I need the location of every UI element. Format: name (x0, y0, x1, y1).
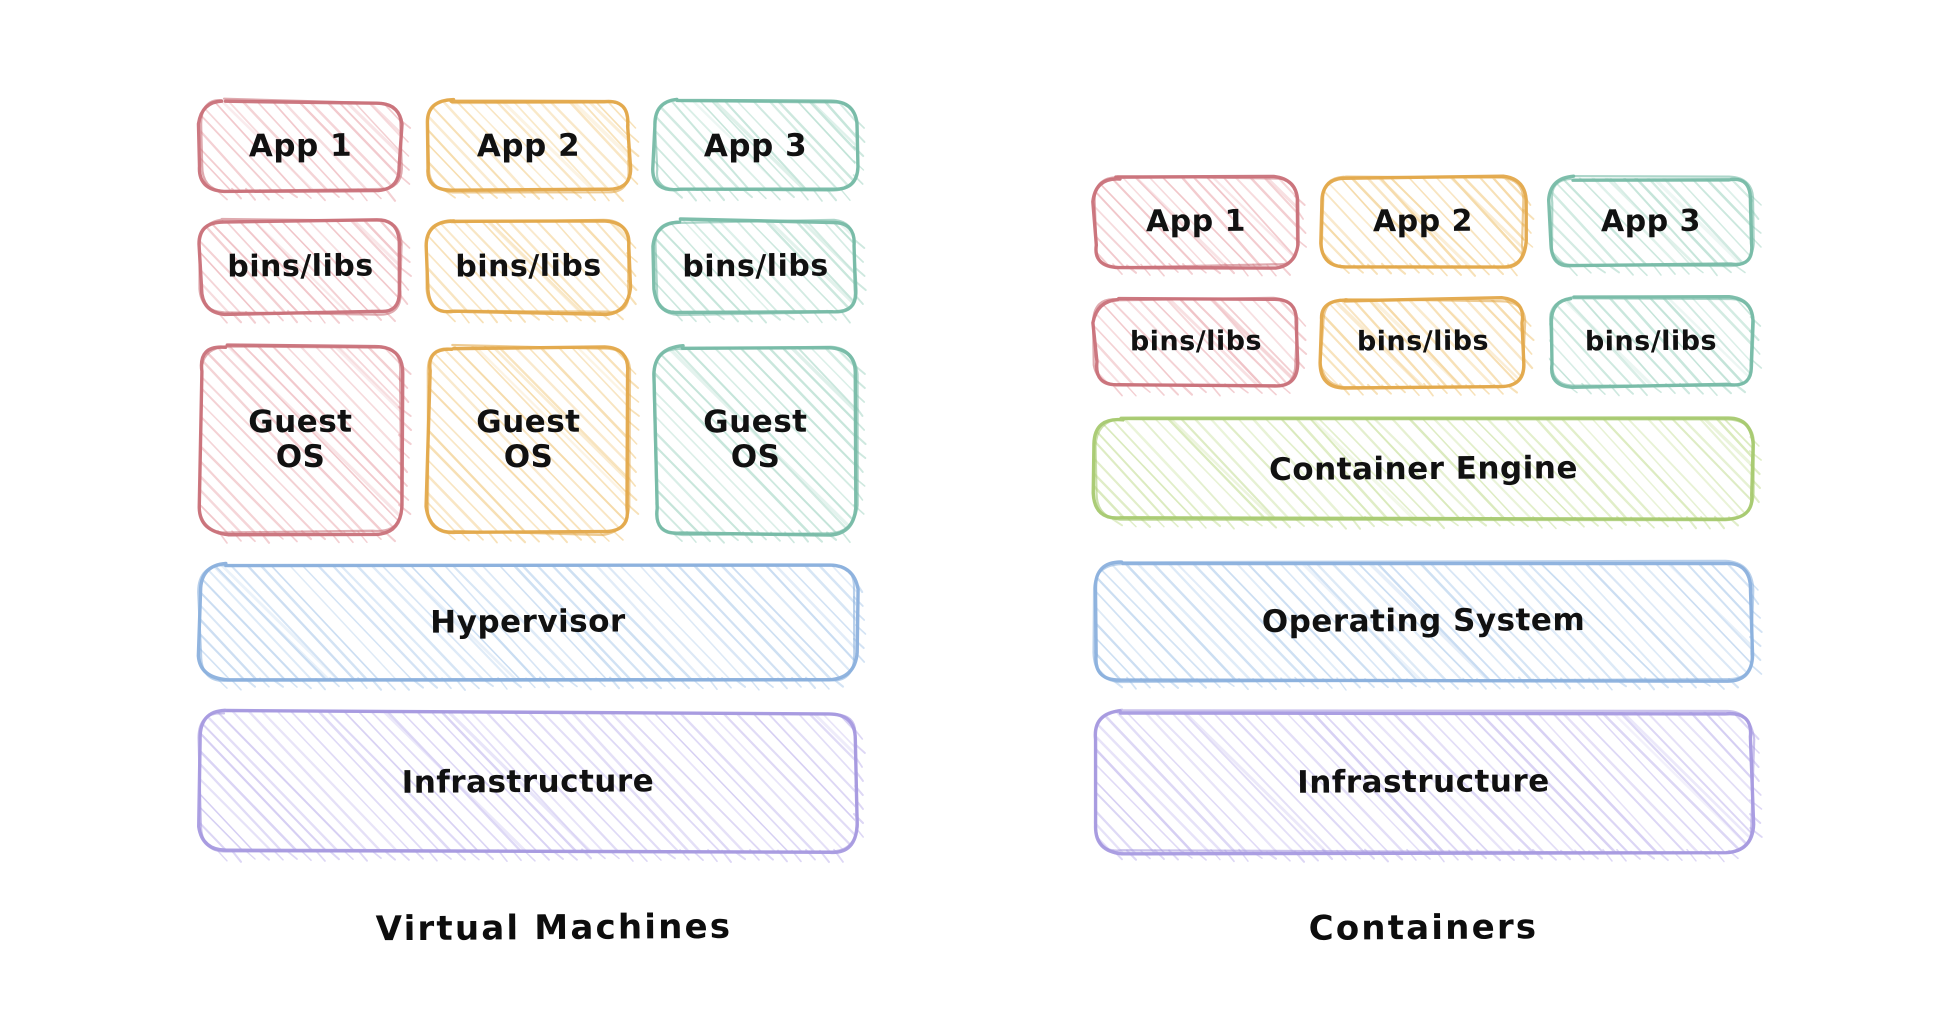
box-virtual-machines-app-1 (196, 97, 412, 202)
panel-caption-containers: Containers (1308, 907, 1539, 949)
box-containers-app-1 (1091, 174, 1308, 277)
box-virtual-machines-bins-libs-2 (424, 218, 638, 324)
panel-caption-virtual-machines: Virtual Machines (375, 906, 733, 950)
box-containers-bins-libs-2 (1318, 295, 1535, 397)
box-virtual-machines-hypervisor (196, 561, 867, 691)
box-containers-bins-libs-3 (1548, 295, 1763, 397)
box-virtual-machines-guest-os-3 (652, 344, 867, 544)
box-containers-app-2 (1319, 174, 1535, 277)
box-containers-app-3 (1546, 174, 1762, 277)
box-containers-bins-libs-1 (1091, 296, 1308, 397)
box-virtual-machines-guest-os-2 (424, 343, 640, 544)
box-containers-infrastructure (1093, 708, 1763, 863)
box-virtual-machines-guest-os-1 (197, 343, 413, 544)
box-containers-container-engine (1091, 416, 1762, 530)
box-virtual-machines-app-2 (425, 97, 640, 202)
box-virtual-machines-bins-libs-1 (197, 217, 412, 324)
box-virtual-machines-infrastructure (197, 708, 866, 864)
box-virtual-machines-app-3 (651, 97, 866, 202)
box-containers-operating-system (1092, 559, 1763, 691)
box-virtual-machines-bins-libs-3 (651, 217, 867, 324)
